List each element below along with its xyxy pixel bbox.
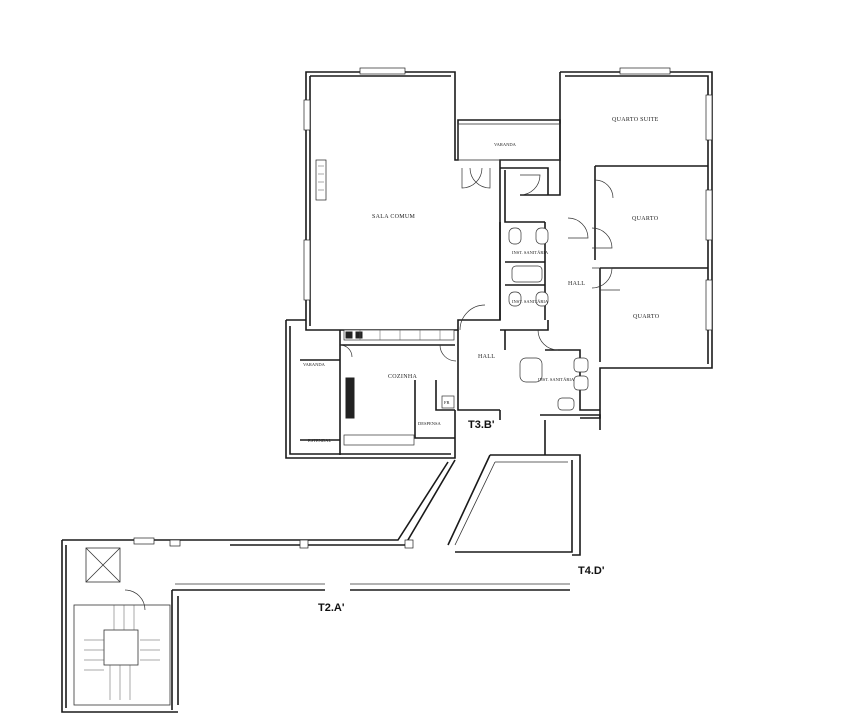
room-label-quarto-2: QUARTO	[633, 314, 660, 320]
room-label-wc-1: INST. SANITÁRIA	[512, 250, 549, 255]
window	[303, 99, 311, 131]
window	[315, 159, 327, 201]
room-label-estendal: ESTENDAL	[308, 438, 331, 443]
window	[705, 94, 713, 141]
room-label-hall-right: HALL	[568, 281, 585, 287]
room-label-varanda-left: VARANDA	[303, 362, 326, 367]
sala-walls	[305, 71, 561, 331]
bathtub	[511, 265, 543, 283]
window	[705, 279, 713, 331]
apartment-t2a	[171, 459, 570, 710]
apartment-t3b	[285, 67, 713, 459]
kitchen-walls	[285, 319, 456, 459]
unit-label-t3b: T3.B'	[468, 419, 495, 431]
window	[619, 67, 671, 75]
room-label-quarto-suite: QUARTO SUITE	[612, 117, 659, 123]
stair-core	[61, 537, 230, 713]
appliance	[345, 377, 355, 419]
window	[359, 67, 406, 75]
elevator	[85, 547, 121, 583]
room-label-despensa: DESPENSA	[418, 421, 442, 426]
window	[303, 239, 311, 301]
room-label-wc-2: INST. SANITÁRIA	[512, 299, 549, 304]
room-label-sala-comum: SALA COMUM	[372, 214, 416, 220]
toilet	[508, 227, 522, 245]
room-label-cozinha: COZINHA	[388, 374, 417, 380]
door	[461, 167, 483, 189]
bedroom-walls	[520, 71, 713, 419]
room-label-quarto-1: QUARTO	[632, 216, 659, 222]
room-label-fr: FR	[444, 400, 450, 405]
window	[705, 189, 713, 241]
unit-label-t4d: T4.D'	[578, 565, 605, 577]
room-label-varanda-top: VARANDA	[494, 142, 517, 147]
room-label-hall-center: HALL	[478, 354, 495, 360]
room-label-wc-3: INST. SANITÁRIA	[538, 377, 575, 382]
stairs	[73, 604, 171, 706]
kitchen-counter	[343, 329, 455, 341]
apartment-t4d	[447, 420, 581, 556]
corner-tub	[519, 357, 543, 383]
unit-label-t2a: T2.A'	[318, 602, 345, 614]
